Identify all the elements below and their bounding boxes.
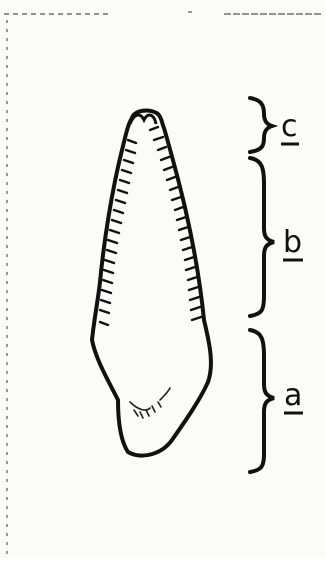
label-a: a: [284, 378, 302, 413]
label-c: c: [281, 109, 298, 144]
top-border-fragments: [4, 12, 322, 14]
root-detail: [130, 388, 170, 418]
bracket-c: [250, 98, 272, 152]
tooth-tip: [130, 115, 156, 124]
bracket-b: [250, 158, 274, 316]
serrations-right: [150, 127, 201, 320]
bracket-a: [250, 330, 274, 472]
label-b: b: [283, 225, 302, 260]
